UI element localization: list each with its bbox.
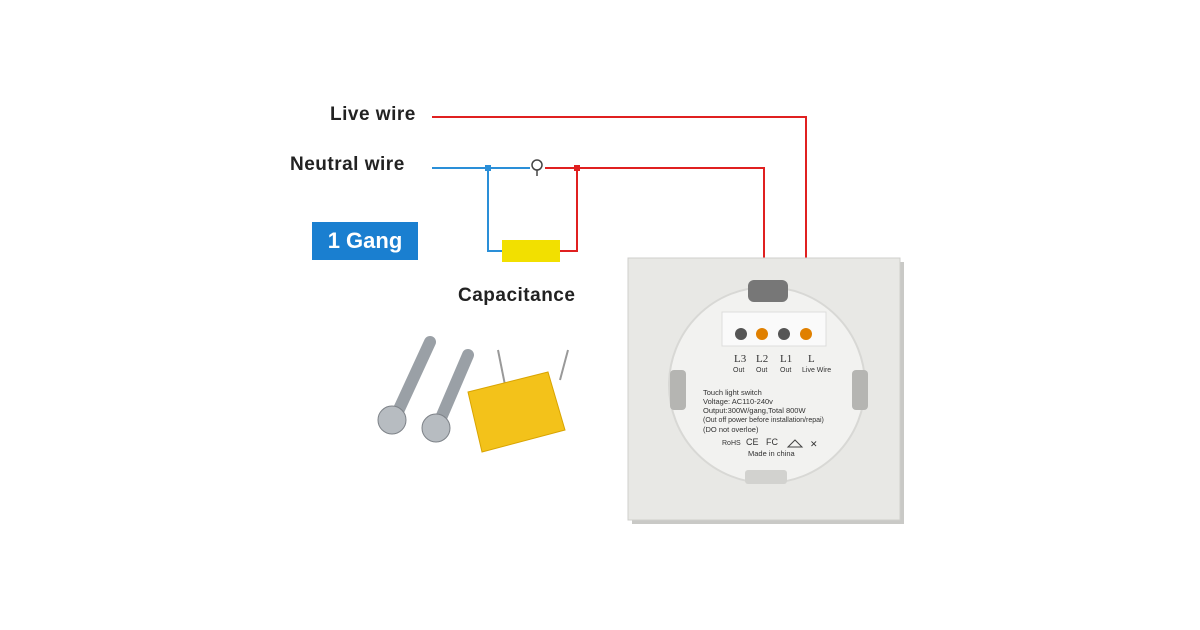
bulb-icon	[531, 159, 543, 176]
spec-line: Touch light switch	[703, 388, 762, 397]
live-wire-label: Live wire	[330, 104, 416, 125]
terminal-sub: Out	[733, 367, 744, 374]
spec-line: (DO not overloe)	[703, 425, 759, 434]
switch-back-plate	[627, 257, 904, 524]
spec-line: (Out off power before installation/repai…	[703, 417, 824, 424]
capacitor-symbol	[502, 240, 560, 262]
terminal-screws	[735, 328, 812, 340]
terminal-label: L1	[780, 353, 792, 365]
neutral-wire-label: Neutral wire	[290, 154, 405, 175]
terminal-label: L3	[734, 353, 747, 365]
fc-mark: FC	[766, 437, 778, 447]
terminal-sub: Out	[756, 367, 767, 374]
live-wire-line	[432, 116, 807, 320]
made-in-label: Made in china	[748, 449, 796, 458]
terminal-sub: Out	[780, 367, 791, 374]
gang-badge: 1 Gang	[312, 222, 418, 260]
spec-line: Voltage: AC110-240v	[703, 397, 773, 406]
screw-icon	[421, 349, 474, 443]
home-icon	[786, 439, 804, 448]
terminal-label: L2	[756, 353, 768, 365]
rohs-mark: RoHS	[722, 440, 741, 447]
neutral-to-capacitor	[487, 168, 502, 252]
terminal-label: L	[808, 353, 815, 365]
capacitor-to-load	[560, 168, 578, 252]
weee-icon: ✕	[810, 439, 818, 449]
screw-icon	[377, 336, 436, 435]
capacitance-label: Capacitance	[458, 285, 576, 306]
spec-line: Output:300W/gang,Total 800W	[703, 406, 806, 415]
ce-mark: CE	[746, 437, 759, 447]
terminal-sub: Live Wire	[802, 367, 831, 374]
capacitor-component	[467, 349, 569, 453]
